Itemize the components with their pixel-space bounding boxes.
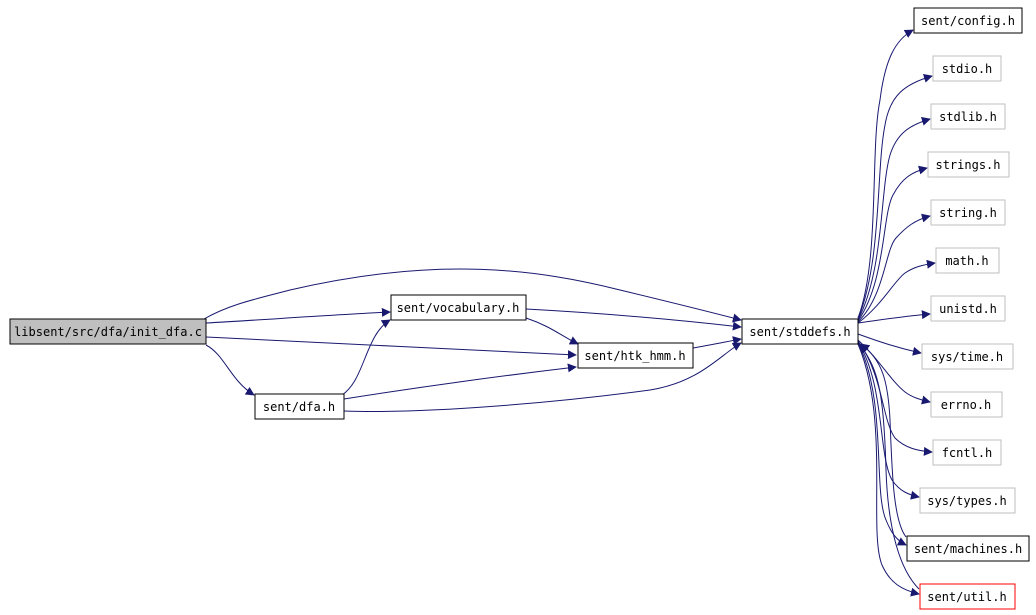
node-math-h-label: math.h: [945, 254, 988, 268]
node-util-h[interactable]: sent/util.h: [919, 583, 1016, 610]
edge-dfa-to-htk-hmm: [343, 363, 577, 400]
node-sys-time-h[interactable]: sys/time.h: [921, 343, 1014, 370]
edge-dfa-to-stddefs: [343, 342, 742, 412]
node-machines-h-label: sent/machines.h: [914, 542, 1022, 556]
node-strings-h-label: strings.h: [935, 158, 1000, 172]
edges: [203, 29, 936, 597]
edge-stddefs-to-math: [857, 259, 936, 324]
edge-stddefs-to-stdio: [857, 73, 933, 320]
edge-vocabulary-to-stddefs: [525, 308, 742, 331]
node-htk-hmm-h-label: sent/htk_hmm.h: [584, 349, 685, 363]
edge-init-dfa-to-stddefs: [203, 268, 742, 323]
edge-vocabulary-to-htk-hmm: [525, 317, 579, 345]
node-string-h[interactable]: string.h: [930, 199, 1006, 226]
node-vocabulary-h[interactable]: sent/vocabulary.h: [390, 294, 527, 321]
edge-stddefs-to-config: [857, 29, 914, 319]
node-unistd-h-label: unistd.h: [939, 302, 997, 316]
node-stdio-h-label: stdio.h: [942, 62, 993, 76]
node-stdio-h[interactable]: stdio.h: [932, 55, 1002, 82]
nodes: libsent/src/dfa/init_dfa.c sent/vocabula…: [9, 7, 1030, 610]
node-init-dfa-c-label: libsent/src/dfa/init_dfa.c: [14, 325, 202, 339]
node-string-h-label: string.h: [939, 206, 997, 220]
node-fcntl-h-label: fcntl.h: [942, 446, 993, 460]
node-dfa-h-label: sent/dfa.h: [263, 400, 335, 414]
edge-dfa-to-vocabulary: [341, 319, 391, 396]
node-htk-hmm-h[interactable]: sent/htk_hmm.h: [577, 342, 694, 369]
edge-init-dfa-to-dfa: [205, 344, 255, 396]
edge-util-to-stddefs: [859, 344, 920, 590]
edge-stddefs-to-util: [857, 343, 920, 597]
node-fcntl-h[interactable]: fcntl.h: [932, 439, 1002, 466]
node-stdlib-h[interactable]: stdlib.h: [930, 103, 1006, 130]
node-machines-h[interactable]: sent/machines.h: [906, 535, 1030, 562]
node-config-h-label: sent/config.h: [921, 14, 1015, 28]
edge-stddefs-to-machines: [857, 342, 907, 546]
edge-stddefs-to-strings: [857, 165, 928, 322]
edge-stddefs-to-fcntl: [857, 340, 933, 456]
node-util-h-label: sent/util.h: [927, 590, 1006, 604]
edge-machines-to-stddefs: [860, 343, 907, 538]
node-errno-h[interactable]: errno.h: [930, 391, 1003, 418]
node-sys-time-h-label: sys/time.h: [931, 350, 1003, 364]
node-unistd-h[interactable]: unistd.h: [930, 295, 1006, 322]
node-stddefs-h[interactable]: sent/stddefs.h: [741, 318, 859, 345]
node-stddefs-h-label: sent/stddefs.h: [749, 325, 850, 339]
node-strings-h[interactable]: strings.h: [927, 151, 1010, 178]
node-config-h[interactable]: sent/config.h: [913, 7, 1023, 34]
node-sys-types-h-label: sys/types.h: [927, 494, 1006, 508]
node-vocabulary-h-label: sent/vocabulary.h: [397, 301, 520, 315]
edge-stddefs-to-sys-types: [857, 341, 920, 500]
edge-init-dfa-to-vocabulary: [205, 307, 391, 324]
node-stdlib-h-label: stdlib.h: [939, 110, 997, 124]
edge-htk-hmm-to-stddefs: [692, 336, 742, 349]
edge-stddefs-to-stdlib: [857, 117, 931, 321]
node-sys-types-h[interactable]: sys/types.h: [919, 487, 1016, 514]
edge-stddefs-to-sys-time: [857, 333, 922, 356]
edge-stddefs-to-unistd: [857, 310, 931, 324]
node-errno-h-label: errno.h: [941, 398, 992, 412]
edge-init-dfa-to-htk-hmm: [205, 336, 577, 360]
node-math-h[interactable]: math.h: [935, 247, 1000, 274]
node-dfa-h[interactable]: sent/dfa.h: [254, 393, 345, 420]
edge-stddefs-to-string: [857, 213, 931, 323]
node-init-dfa-c[interactable]: libsent/src/dfa/init_dfa.c: [9, 318, 207, 345]
